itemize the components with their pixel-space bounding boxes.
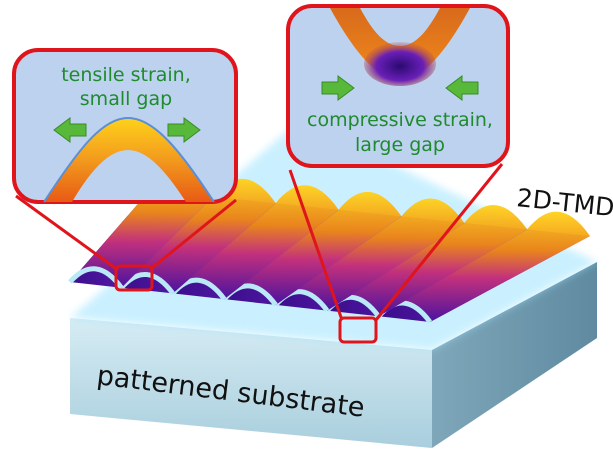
- tmd-ridge: [172, 185, 339, 300]
- connector-compressive-left: [288, 169, 344, 321]
- connector-compressive-right: [374, 163, 504, 321]
- tensile-band-outline: [43, 116, 215, 203]
- tensile-label-line2: small gap: [80, 88, 172, 110]
- compressive-label-line2: large gap: [355, 134, 445, 156]
- green-arrow-left-icon: [445, 75, 479, 101]
- tmd-sheet: [68, 172, 590, 324]
- tmd-front-profile: [119, 271, 175, 295]
- tmd-ridge: [327, 205, 528, 317]
- tmd-ridge: [121, 178, 276, 294]
- substrate-right-face: [432, 262, 597, 448]
- connector-tensile-right: [151, 198, 237, 270]
- zoom-box-tensile: [114, 264, 154, 292]
- callout-compressive: compressive strain, large gap: [286, 4, 510, 168]
- tmd-ridge: [275, 198, 465, 311]
- tmd-ridge: [224, 191, 402, 305]
- green-arrow-right-icon: [167, 117, 201, 143]
- compressive-core: [364, 42, 436, 86]
- tensile-label-line1: tensile strain,: [61, 64, 191, 86]
- material-label: 2D-TMD: [515, 183, 613, 222]
- substrate-front-face: [70, 318, 432, 448]
- callout-tensile: tensile strain, small gap: [12, 48, 238, 204]
- callout-compressive-frame: [286, 4, 510, 168]
- connector-tensile-left: [15, 194, 119, 272]
- green-arrow-left-icon: [53, 117, 87, 143]
- tensile-band: [44, 118, 214, 202]
- zoom-box-compressive: [338, 316, 378, 344]
- tmd-ridge: [378, 211, 590, 322]
- compressive-label-line1: compressive strain,: [307, 109, 493, 131]
- compressive-band: [330, 8, 470, 80]
- green-arrow-right-icon: [321, 75, 355, 101]
